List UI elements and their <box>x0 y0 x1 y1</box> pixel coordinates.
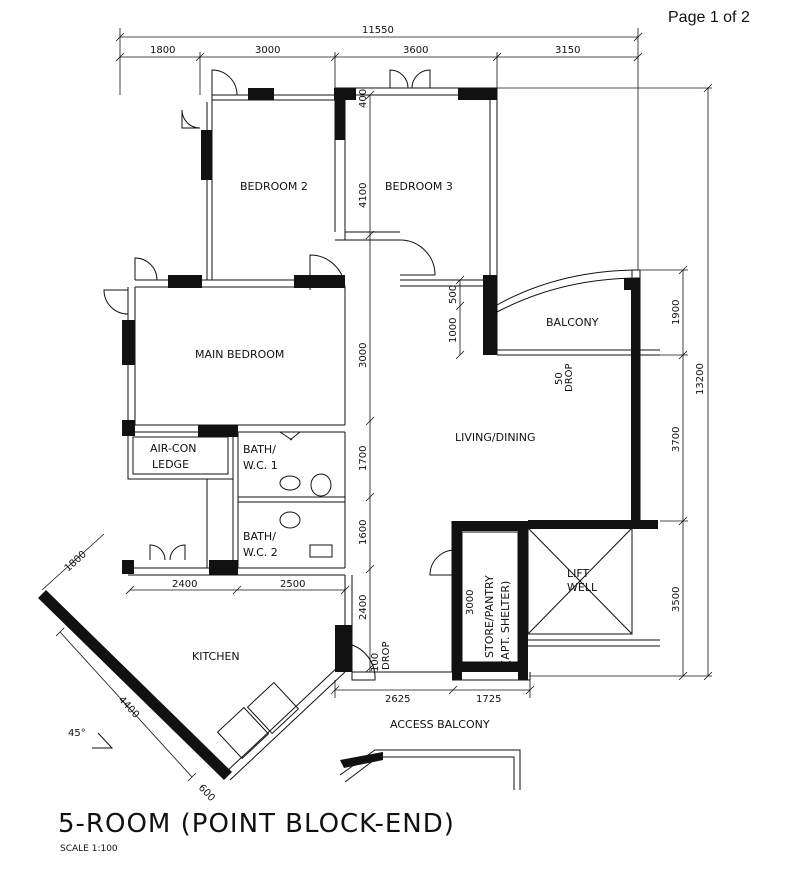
thick-walls <box>38 88 658 780</box>
room-label-lift-line2: WELL <box>567 581 598 594</box>
dim-drop-100: 100 <box>370 653 381 672</box>
doors <box>92 69 456 760</box>
dim-overall-height: 13200 <box>695 363 706 395</box>
dim-bedroom3-depth: 4100 <box>358 183 369 208</box>
room-label-bath2-line2: W.C. 2 <box>243 546 278 559</box>
dim-bath1: 1700 <box>358 446 369 471</box>
dim-right-3: 3500 <box>671 587 682 612</box>
dimension-labels: 11550 1800 3000 3600 3150 13200 1900 370… <box>63 25 706 804</box>
page-number-label: Page 1 of 2 <box>668 9 750 26</box>
room-label-bedroom2: BEDROOM 2 <box>240 180 308 193</box>
room-labels: BEDROOM 2 BEDROOM 3 MAIN BEDROOM BALCONY… <box>150 180 599 731</box>
dim-top-2: 3000 <box>255 45 280 56</box>
room-label-aircon-line1: AIR-CON <box>150 442 197 455</box>
wall-outlines <box>127 87 660 790</box>
dim-lower-2400: 2400 <box>358 595 369 620</box>
dim-store-3000: 3000 <box>465 590 476 615</box>
plan-title: 5-ROOM (POINT BLOCK-END) <box>58 809 455 839</box>
dim-top-3: 3600 <box>403 45 428 56</box>
dim-kitchen-1800: 1800 <box>63 549 89 574</box>
room-label-aircon-line2: LEDGE <box>152 458 189 471</box>
plan-scale: SCALE 1:100 <box>60 844 118 854</box>
dim-right-2: 3700 <box>671 427 682 452</box>
dim-living-3000: 3000 <box>358 343 369 368</box>
room-label-balcony: BALCONY <box>546 316 599 329</box>
room-label-lift-line1: LIFT <box>567 567 590 580</box>
dim-access-1725: 1725 <box>476 694 501 705</box>
dim-angle: 45° <box>68 728 86 739</box>
dim-overall-width: 11550 <box>362 25 394 36</box>
dim-kitchen-2500: 2500 <box>280 579 305 590</box>
dim-500: 500 <box>448 285 459 304</box>
dim-bath2: 1600 <box>358 520 369 545</box>
room-label-bath1-line1: BATH/ <box>243 443 276 456</box>
room-label-kitchen: KITCHEN <box>192 650 240 663</box>
dim-drop-50: 50 <box>554 372 565 385</box>
room-label-bath2-line1: BATH/ <box>243 530 276 543</box>
room-label-store-line2: (APT. SHELTER) <box>499 581 512 664</box>
dim-drop-50-label: DROP <box>564 363 575 392</box>
dim-access-2625: 2625 <box>385 694 410 705</box>
room-label-bath1-line2: W.C. 1 <box>243 459 278 472</box>
dim-top-4: 3150 <box>555 45 580 56</box>
dim-kitchen-600: 600 <box>196 783 217 804</box>
room-label-access-balcony: ACCESS BALCONY <box>390 718 490 731</box>
dim-1000: 1000 <box>448 318 459 343</box>
dim-400: 400 <box>358 89 369 108</box>
dim-kitchen-2400: 2400 <box>172 579 197 590</box>
room-label-living-dining: LIVING/DINING <box>455 431 536 444</box>
dim-top-1: 1800 <box>150 45 175 56</box>
dim-right-1: 1900 <box>671 300 682 325</box>
dim-drop-100-label: DROP <box>381 641 392 670</box>
room-label-bedroom3: BEDROOM 3 <box>385 180 453 193</box>
room-label-store-line1: STORE/PANTRY <box>483 575 496 658</box>
room-label-main-bedroom: MAIN BEDROOM <box>195 348 284 361</box>
